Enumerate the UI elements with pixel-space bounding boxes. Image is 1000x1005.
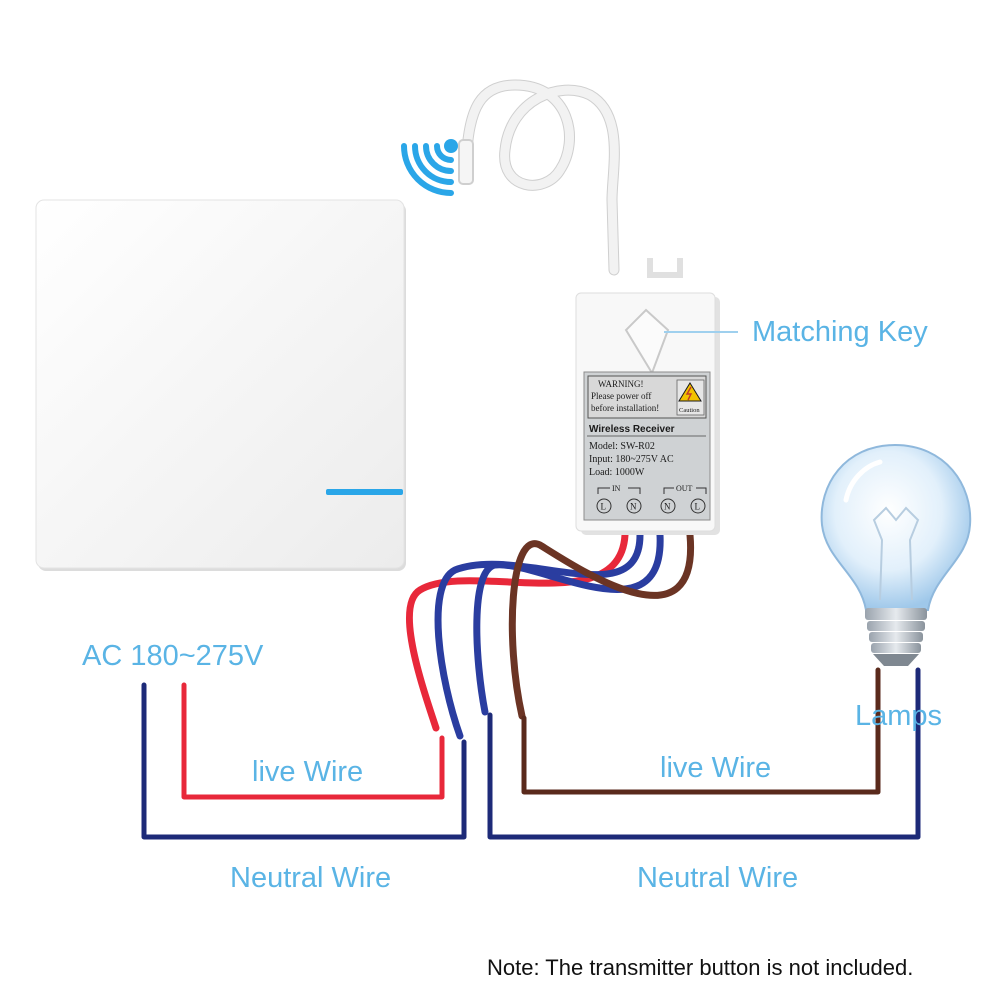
live-wire-left-line [181,682,445,800]
svg-text:L: L [695,502,701,512]
in-label: IN [612,484,621,493]
indicator-light [326,489,403,495]
terminal-in-n: N [626,498,642,514]
out-label: OUT [676,484,693,493]
warning-line1: Please power off [591,391,651,401]
matching-key-label: Matching Key [752,316,928,348]
receiver-name: Wireless Receiver [589,424,675,435]
lamps-label: Lamps [855,700,943,732]
receiver-lead-neutral-in [434,531,644,740]
receiver-input: Input: 180~275V AC [589,454,674,465]
ac-voltage-label: AC 180~275V [82,640,264,672]
neutral-wire-left-label: Neutral Wire [230,862,392,894]
svg-text:L: L [601,502,607,512]
live-wire-right-line [521,667,881,795]
note-text: Note: The transmitter button is not incl… [487,955,914,980]
receiver-lead-neutral-out [473,531,664,716]
neutral-wire-left-line [141,682,467,840]
antenna-cable [458,79,620,276]
terminal-out-n: N [660,498,676,514]
terminal-out-l: L [690,498,706,514]
svg-text:N: N [664,502,671,512]
light-bulb-icon [820,443,972,666]
neutral-wire-right-line [487,667,921,840]
terminal-in-l: L [596,498,612,514]
wifi-signal-icon [401,139,458,196]
svg-text:N: N [630,502,637,512]
wireless-receiver: WARNING! Please power off before install… [575,258,738,535]
live-wire-right-label: live Wire [660,752,772,784]
neutral-wire-right-label: Neutral Wire [637,862,799,894]
warning-line2: before installation! [591,403,659,413]
wall-switch [35,199,406,571]
receiver-load: Load: 1000W [589,467,645,478]
live-wire-left-label: live Wire [252,756,364,788]
caution-label: Caution [679,407,700,414]
wires [141,531,921,840]
receiver-lead-live-out [508,531,694,720]
warning-title: WARNING! [598,379,644,389]
caution-triangle-icon [678,382,702,402]
receiver-model: Model: SW-R02 [589,441,655,452]
